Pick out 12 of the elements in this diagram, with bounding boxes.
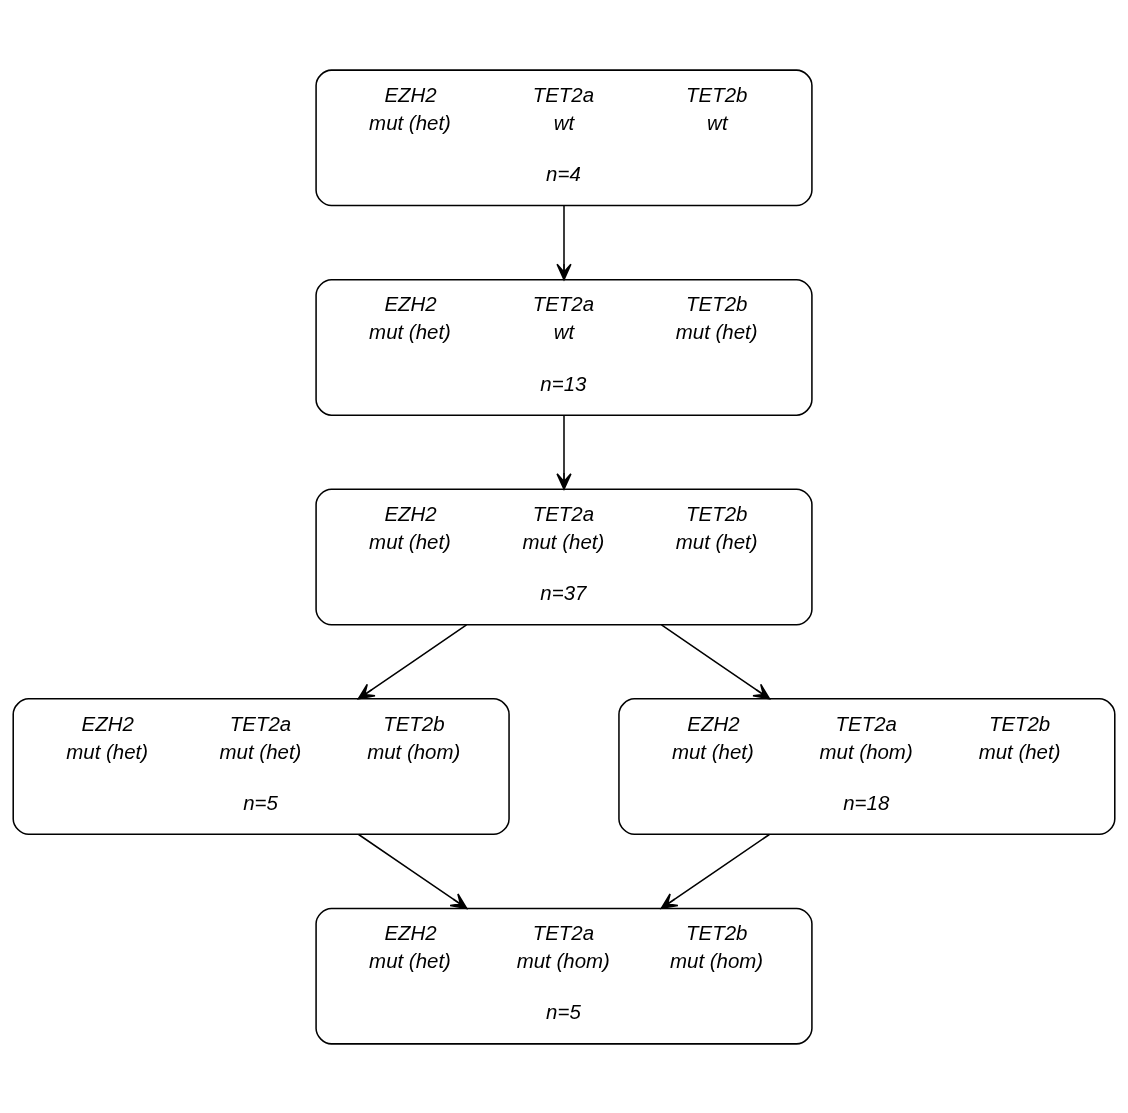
node-box: EZH2 TET2a TET2b mut (het) mut (hom) mut (het) n=18 xyxy=(618,697,1116,835)
arrow xyxy=(660,623,771,700)
node-box: EZH2 TET2a TET2b mut (het) wt mut (het) n=13 xyxy=(315,278,813,416)
node-box: EZH2 TET2a TET2b mut (het) mut (het) mut (het) n=37 xyxy=(315,488,813,625)
arrow xyxy=(556,414,572,490)
arrow xyxy=(556,204,572,280)
arrow xyxy=(660,833,771,909)
node-box: EZH2 TET2a TET2b mut (het) mut (het) mut (hom) n=5 xyxy=(12,697,510,835)
arrow xyxy=(357,833,468,909)
node-box: EZH2 TET2a TET2b mut (het) wt wt n=4 xyxy=(315,68,813,206)
node-box: EZH2 TET2a TET2b mut (het) mut (hom) mut (hom) n=5 xyxy=(315,907,813,1045)
arrow xyxy=(357,623,468,700)
